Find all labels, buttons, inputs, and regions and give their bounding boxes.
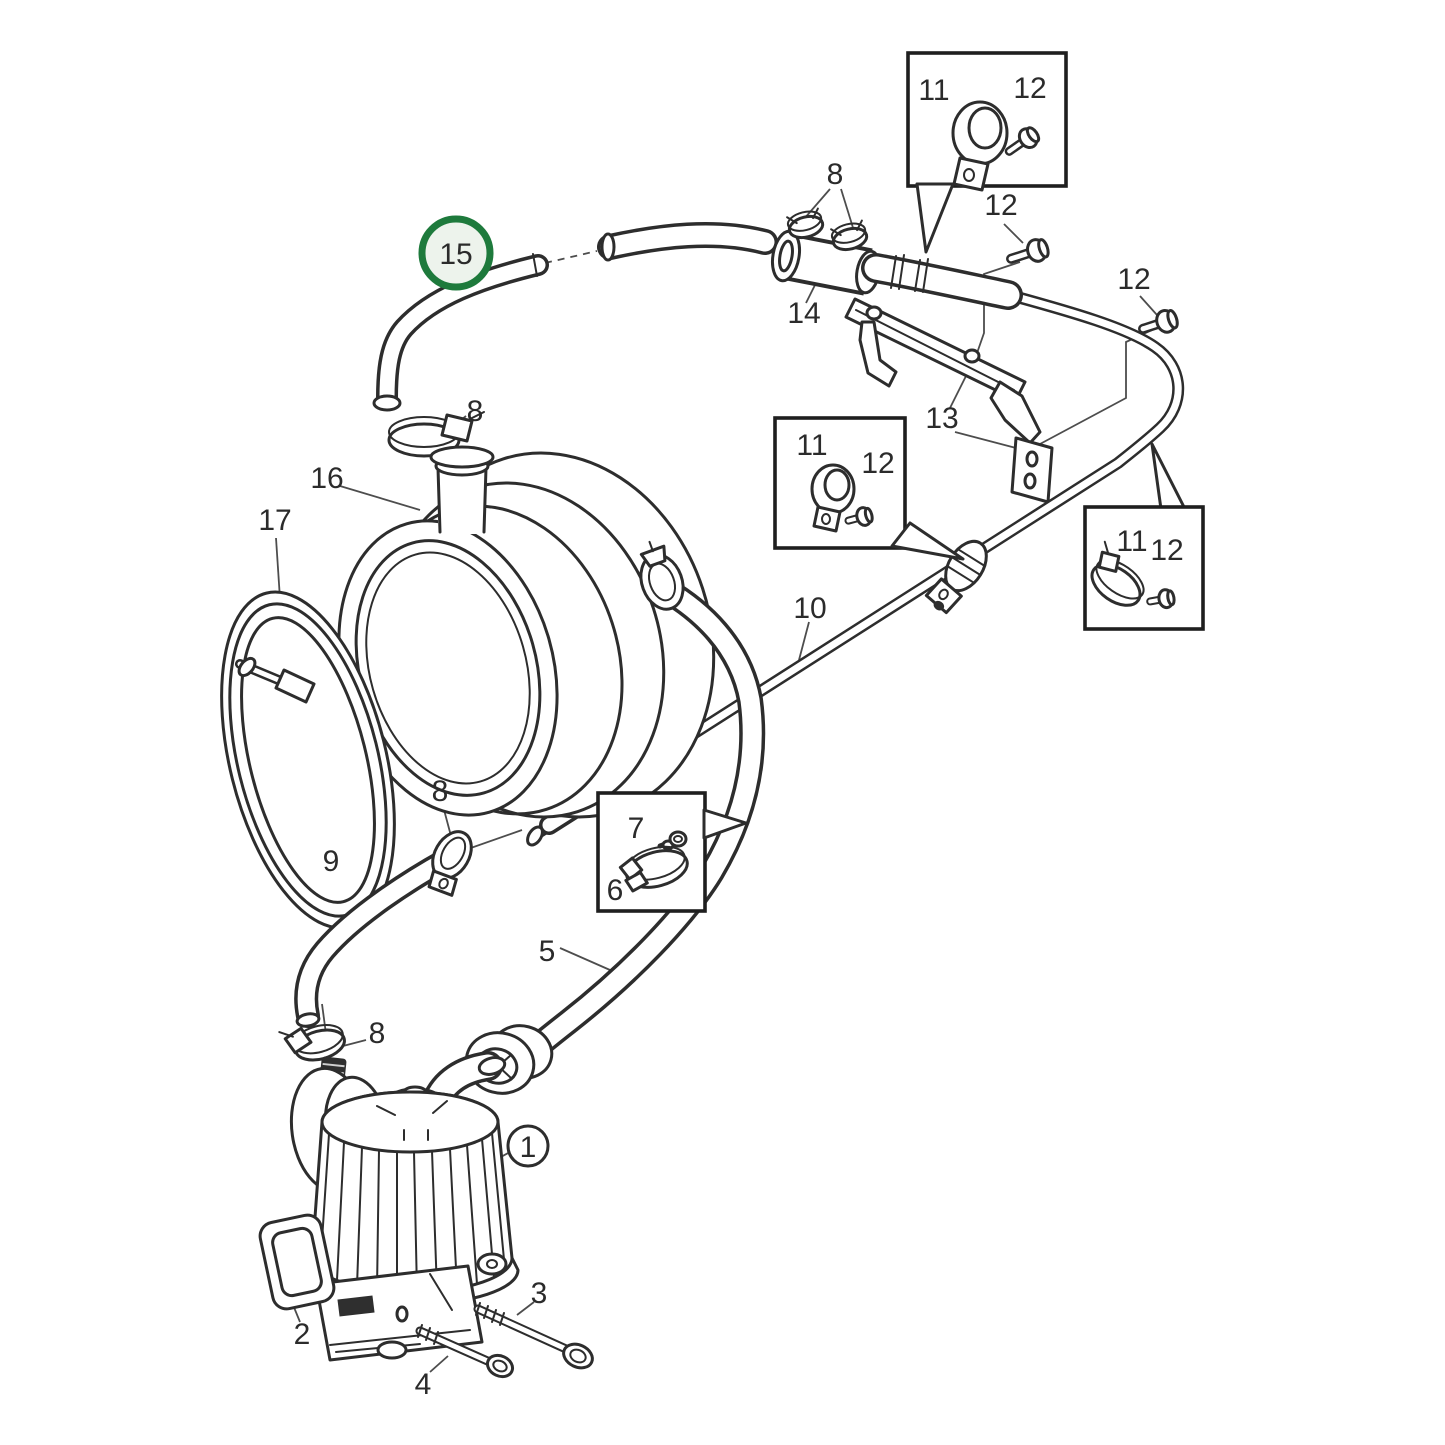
callout-9[interactable]: 9 xyxy=(323,845,340,878)
inset-right-bolt xyxy=(1146,588,1176,610)
callout-10[interactable]: 10 xyxy=(793,592,826,625)
inset-67-clamp xyxy=(618,845,689,893)
callout-15-highlight[interactable]: 15 xyxy=(439,238,472,271)
callout-5[interactable]: 5 xyxy=(539,935,556,968)
callout-17[interactable]: 17 xyxy=(258,504,291,537)
air-pump-1 xyxy=(289,1051,520,1362)
inset-right-clamp xyxy=(1090,540,1145,607)
valve-clamp-right xyxy=(830,219,869,252)
hose-9-top-clamp-8 xyxy=(427,830,473,897)
callout-8-hose9-bottom[interactable]: 8 xyxy=(369,1017,386,1050)
callout-11-topbox[interactable]: 11 xyxy=(918,74,949,107)
callout-7[interactable]: 7 xyxy=(628,812,645,845)
hose-ferrule-right xyxy=(861,253,1023,310)
inset-box-top xyxy=(906,51,1068,254)
inset-box-67 xyxy=(596,791,748,913)
hose-15 xyxy=(372,253,549,412)
callout-8-filter[interactable]: 8 xyxy=(467,395,484,428)
bolt-12-upper xyxy=(1006,238,1050,264)
callout-2[interactable]: 2 xyxy=(294,1318,311,1351)
callout-11-midbox[interactable]: 11 xyxy=(796,429,827,462)
callout-8-hose9-top[interactable]: 8 xyxy=(432,775,449,808)
filter-neck xyxy=(429,445,495,534)
callout-1[interactable]: 1 xyxy=(520,1131,537,1164)
hose-9 xyxy=(294,848,458,1028)
callout-14[interactable]: 14 xyxy=(787,297,820,330)
callout-12-rightbox[interactable]: 12 xyxy=(1150,534,1183,567)
callout-12-topbox[interactable]: 12 xyxy=(1013,72,1046,105)
callout-3[interactable]: 3 xyxy=(531,1277,548,1310)
bolt-12-right xyxy=(1138,309,1179,334)
callout-8-valve[interactable]: 8 xyxy=(827,158,844,191)
valve-14 xyxy=(770,207,881,296)
valve-clamp-left xyxy=(786,207,825,240)
highlight-part-15[interactable] xyxy=(418,215,494,291)
bracket-13 xyxy=(844,297,1054,504)
callout-6[interactable]: 6 xyxy=(607,874,624,907)
callout-13[interactable]: 13 xyxy=(925,402,958,435)
hose-segment-top xyxy=(597,221,778,262)
callout-12-right[interactable]: 12 xyxy=(1117,263,1150,296)
inset-mid-p-clamp xyxy=(810,463,856,533)
callout-4[interactable]: 4 xyxy=(415,1368,432,1401)
air-filter-16 xyxy=(337,445,716,819)
callout-11-rightbox[interactable]: 11 xyxy=(1116,525,1147,558)
callout-12-upper[interactable]: 12 xyxy=(984,189,1017,222)
inset-top-bolt xyxy=(1004,126,1041,156)
hose-9-bottom-clamp-8 xyxy=(278,1024,346,1062)
inset-mid-bolt xyxy=(844,506,874,527)
bolt-3 xyxy=(473,1302,594,1370)
callout-circle-1[interactable] xyxy=(506,1124,550,1168)
callout-16[interactable]: 16 xyxy=(310,462,343,495)
hose-5-top-clamp xyxy=(639,540,685,611)
bolt-4 xyxy=(415,1324,515,1379)
filter-hose-clamp-8 xyxy=(387,411,485,458)
callout-12-midbox[interactable]: 12 xyxy=(861,447,894,480)
inset-box-right xyxy=(1083,442,1205,631)
hose-5 xyxy=(515,577,766,1067)
inset-box-middle xyxy=(773,416,965,561)
callout-labels: 11 12 12 8 14 12 13 15 8 16 17 11 12 11 … xyxy=(258,72,1183,1401)
clamp-17 xyxy=(220,590,396,930)
inset-top-p-clamp xyxy=(951,100,1009,192)
gasket-2 xyxy=(258,1213,336,1311)
